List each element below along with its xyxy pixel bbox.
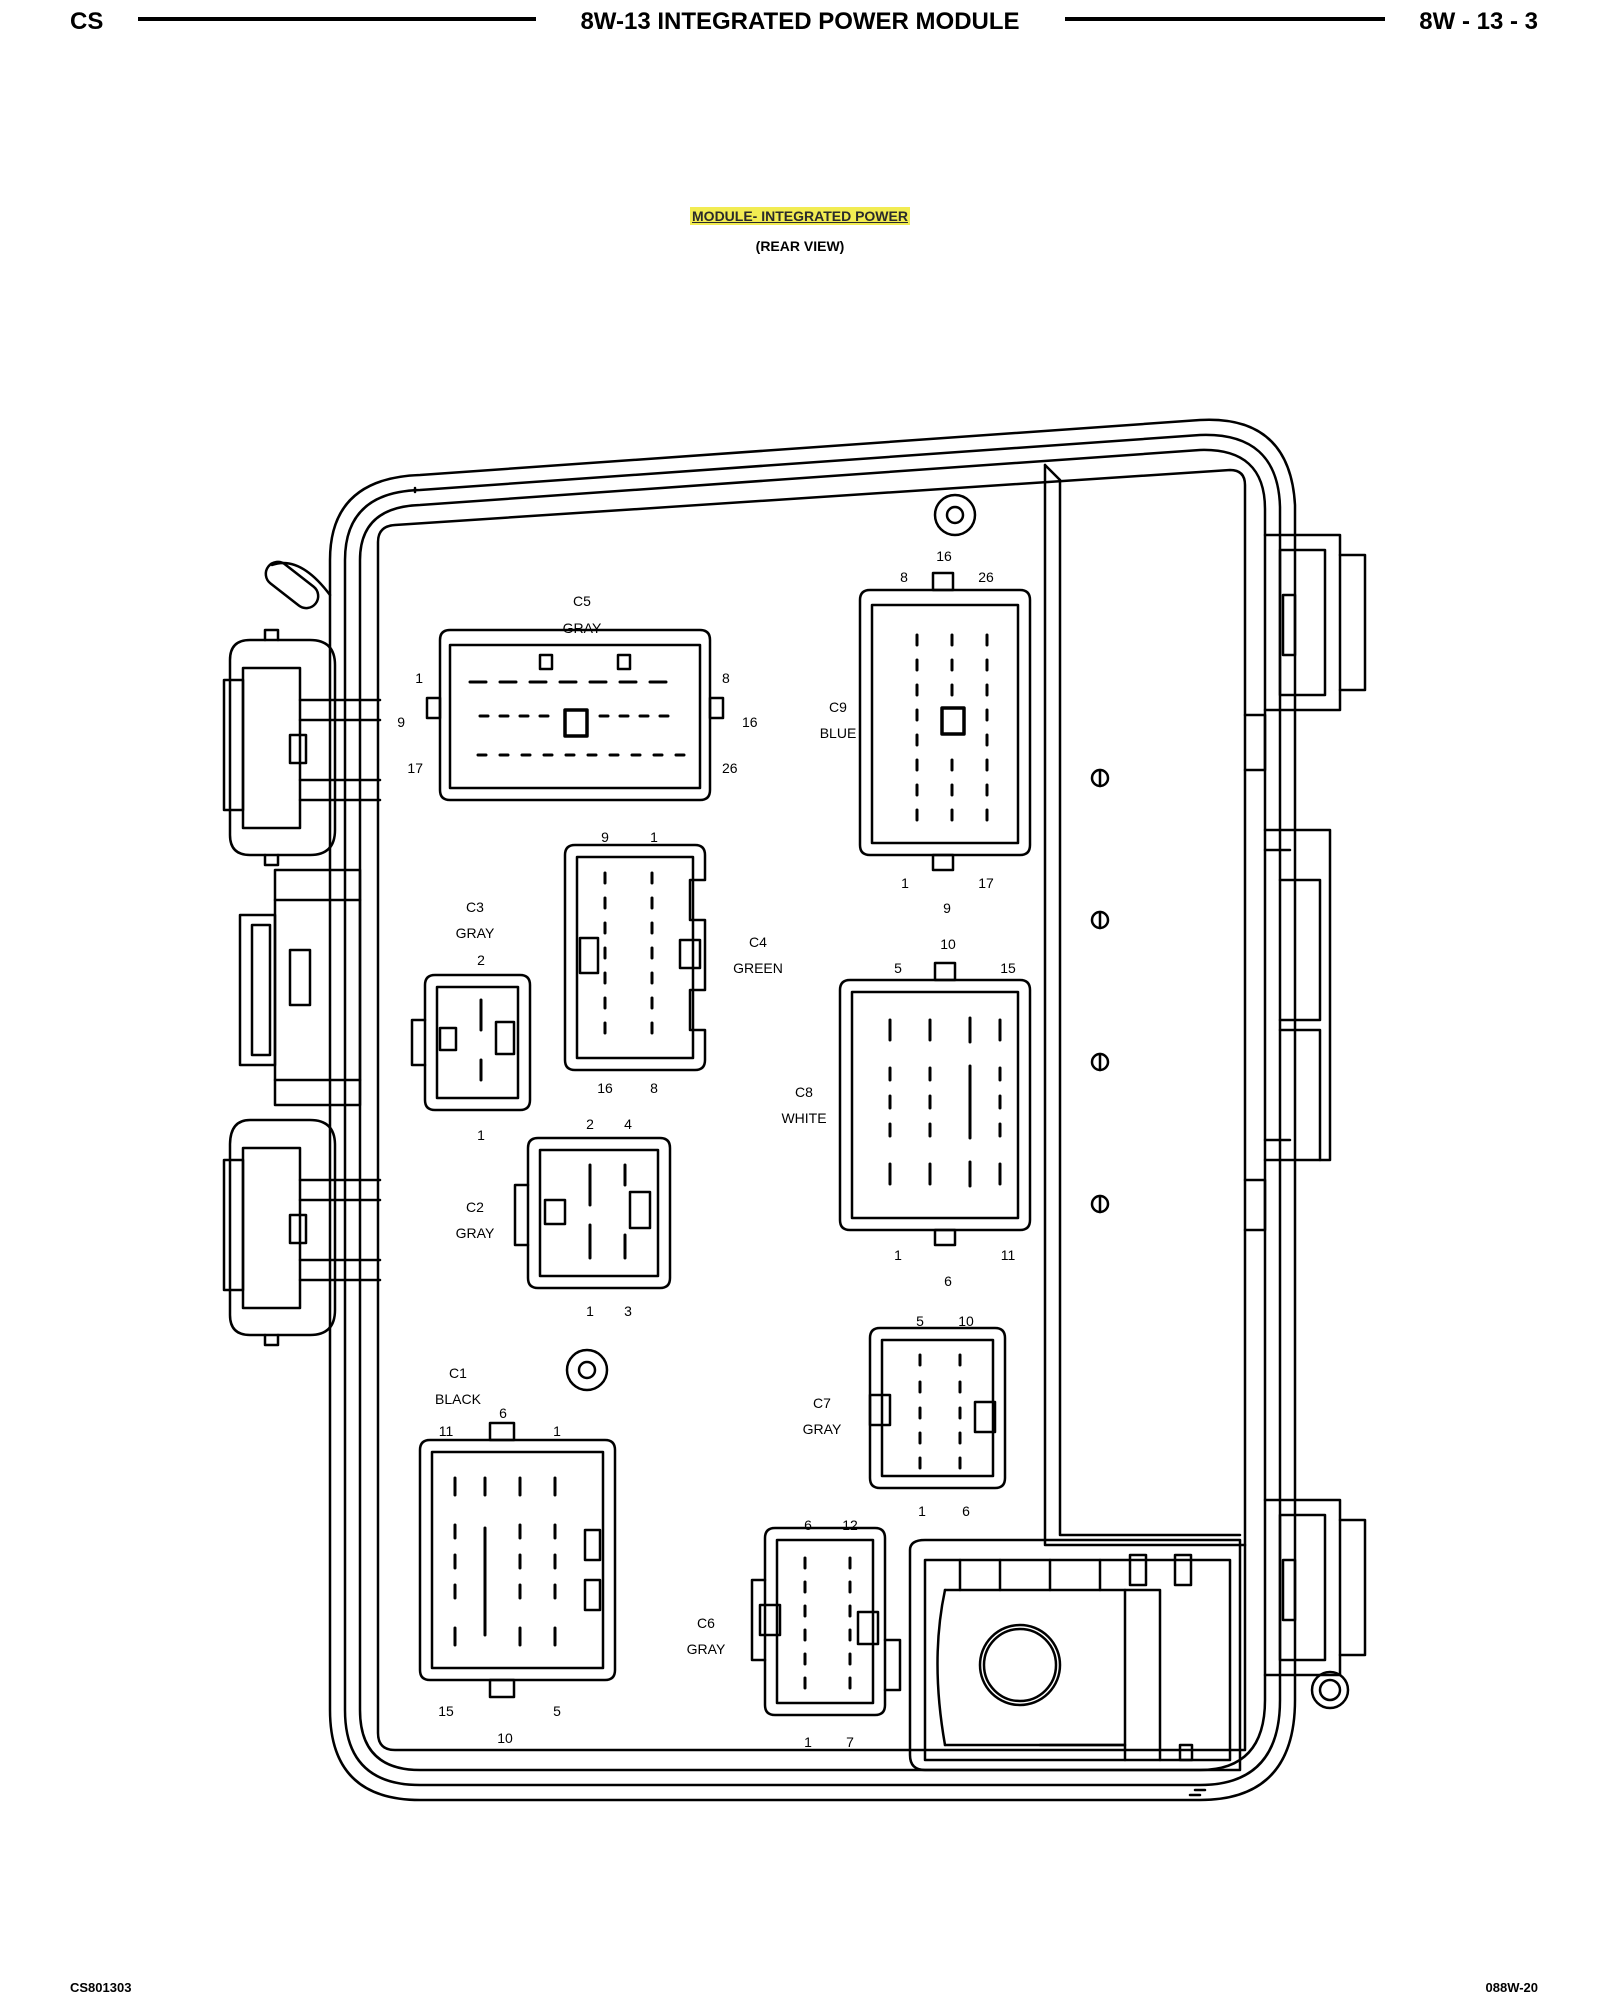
connector-c6 [750, 1526, 902, 1717]
c1-pin: 6 [499, 1405, 507, 1421]
connector-c5 [425, 628, 725, 802]
c7-pin: 5 [916, 1313, 924, 1329]
c6-pin: 12 [842, 1517, 858, 1533]
left-latch-top [222, 560, 382, 867]
c1-pin: 15 [438, 1703, 454, 1719]
c4-pin: 9 [601, 829, 609, 845]
c2-name: C2 [466, 1199, 484, 1215]
diagram-title: MODULE- INTEGRATED POWER [690, 207, 910, 225]
diagram-subtitle: (REAR VIEW) [755, 238, 845, 254]
c4-name: C4 [749, 934, 767, 950]
c9-color: BLUE [820, 725, 857, 741]
c7-pin: 6 [962, 1503, 970, 1519]
c9-name: C9 [829, 699, 847, 715]
c2-pin: 2 [586, 1116, 594, 1132]
mounting-hole-bottom [565, 1348, 609, 1392]
c1-color: BLACK [435, 1391, 482, 1407]
c5-name: C5 [573, 593, 591, 609]
c8-pin: 5 [894, 960, 902, 976]
c8-name: C8 [795, 1084, 813, 1100]
c9-pin: 1 [901, 875, 909, 891]
c9-pin: 17 [978, 875, 994, 891]
c7-color: GRAY [803, 1421, 842, 1437]
c2-pin: 4 [624, 1116, 632, 1132]
channel-screws [1090, 768, 1110, 1214]
c6-name: C6 [697, 1615, 715, 1631]
connector-c4 [563, 843, 707, 1072]
c9-pin: 26 [978, 569, 994, 585]
c6-color: GRAY [687, 1641, 726, 1657]
left-latch-bottom [222, 1118, 382, 1347]
c8-pin: 6 [944, 1273, 952, 1289]
header-page-number: 8W - 13 - 3 [1419, 8, 1538, 35]
c8-pin: 10 [940, 936, 956, 952]
c3-pin: 2 [477, 952, 485, 968]
labels: C5 GRAY 1 8 9 16 17 26 C9 BLUE 16 8 26 1… [397, 548, 1016, 1750]
c8-pin: 1 [894, 1247, 902, 1263]
c1-pin: 5 [553, 1703, 561, 1719]
c2-pin: 1 [586, 1303, 594, 1319]
c8-pin: 11 [1001, 1247, 1016, 1263]
c5-pin: 1 [415, 670, 423, 686]
c4-pin: 16 [597, 1080, 613, 1096]
c4-pin: 8 [650, 1080, 658, 1096]
header-rule-left [138, 17, 536, 21]
c4-pin: 1 [650, 829, 658, 845]
c7-pin: 10 [958, 1313, 974, 1329]
relay-housing [908, 1538, 1242, 1797]
c5-pin: 8 [722, 670, 730, 686]
right-latch-top [1243, 533, 1367, 772]
c1-name: C1 [449, 1365, 467, 1381]
c7-pin: 1 [918, 1503, 926, 1519]
footer-drawing-id: 088W-20 [1485, 1980, 1539, 1995]
c3-name: C3 [466, 899, 484, 915]
c9-pin: 16 [936, 548, 952, 564]
c4-color: GREEN [733, 960, 783, 976]
c9-pin: 8 [900, 569, 908, 585]
c1-pin: 1 [553, 1423, 561, 1439]
c3-pin: 1 [477, 1127, 485, 1143]
connector-c1 [418, 1421, 617, 1699]
c6-pin: 7 [846, 1734, 854, 1750]
c1-pin: 10 [497, 1730, 513, 1746]
c2-pin: 3 [624, 1303, 632, 1319]
c5-pin: 17 [407, 760, 423, 776]
header-title: 8W-13 INTEGRATED POWER MODULE [580, 8, 1020, 35]
c6-pin: 1 [804, 1734, 812, 1750]
connector-c8 [838, 961, 1032, 1247]
c6-pin: 6 [804, 1517, 812, 1533]
connector-c3 [410, 973, 532, 1112]
header-section-code: CS [70, 8, 104, 35]
footer-figure-id: CS801303 [70, 1980, 132, 1995]
mounting-hole-top [933, 493, 977, 537]
c5-pin: 26 [722, 760, 738, 776]
c8-pin: 15 [1000, 960, 1016, 976]
c8-color: WHITE [781, 1110, 826, 1126]
c5-pin: 16 [742, 714, 758, 730]
c7-name: C7 [813, 1395, 831, 1411]
left-latch-middle [238, 868, 362, 1107]
connector-c2 [513, 1136, 672, 1290]
right-latch-middle [1243, 828, 1332, 1232]
c3-color: GRAY [456, 925, 495, 941]
c9-pin: 9 [943, 900, 951, 916]
c5-pin: 9 [397, 714, 405, 730]
c2-color: GRAY [456, 1225, 495, 1241]
connector-c7 [868, 1326, 1007, 1490]
c1-pin: 11 [439, 1423, 454, 1439]
c5-color: GRAY [563, 620, 602, 636]
right-latch-bottom [1263, 1498, 1367, 1710]
module-housing [328, 418, 1297, 1802]
header-rule-right [1065, 17, 1385, 21]
connector-c9 [858, 571, 1032, 872]
